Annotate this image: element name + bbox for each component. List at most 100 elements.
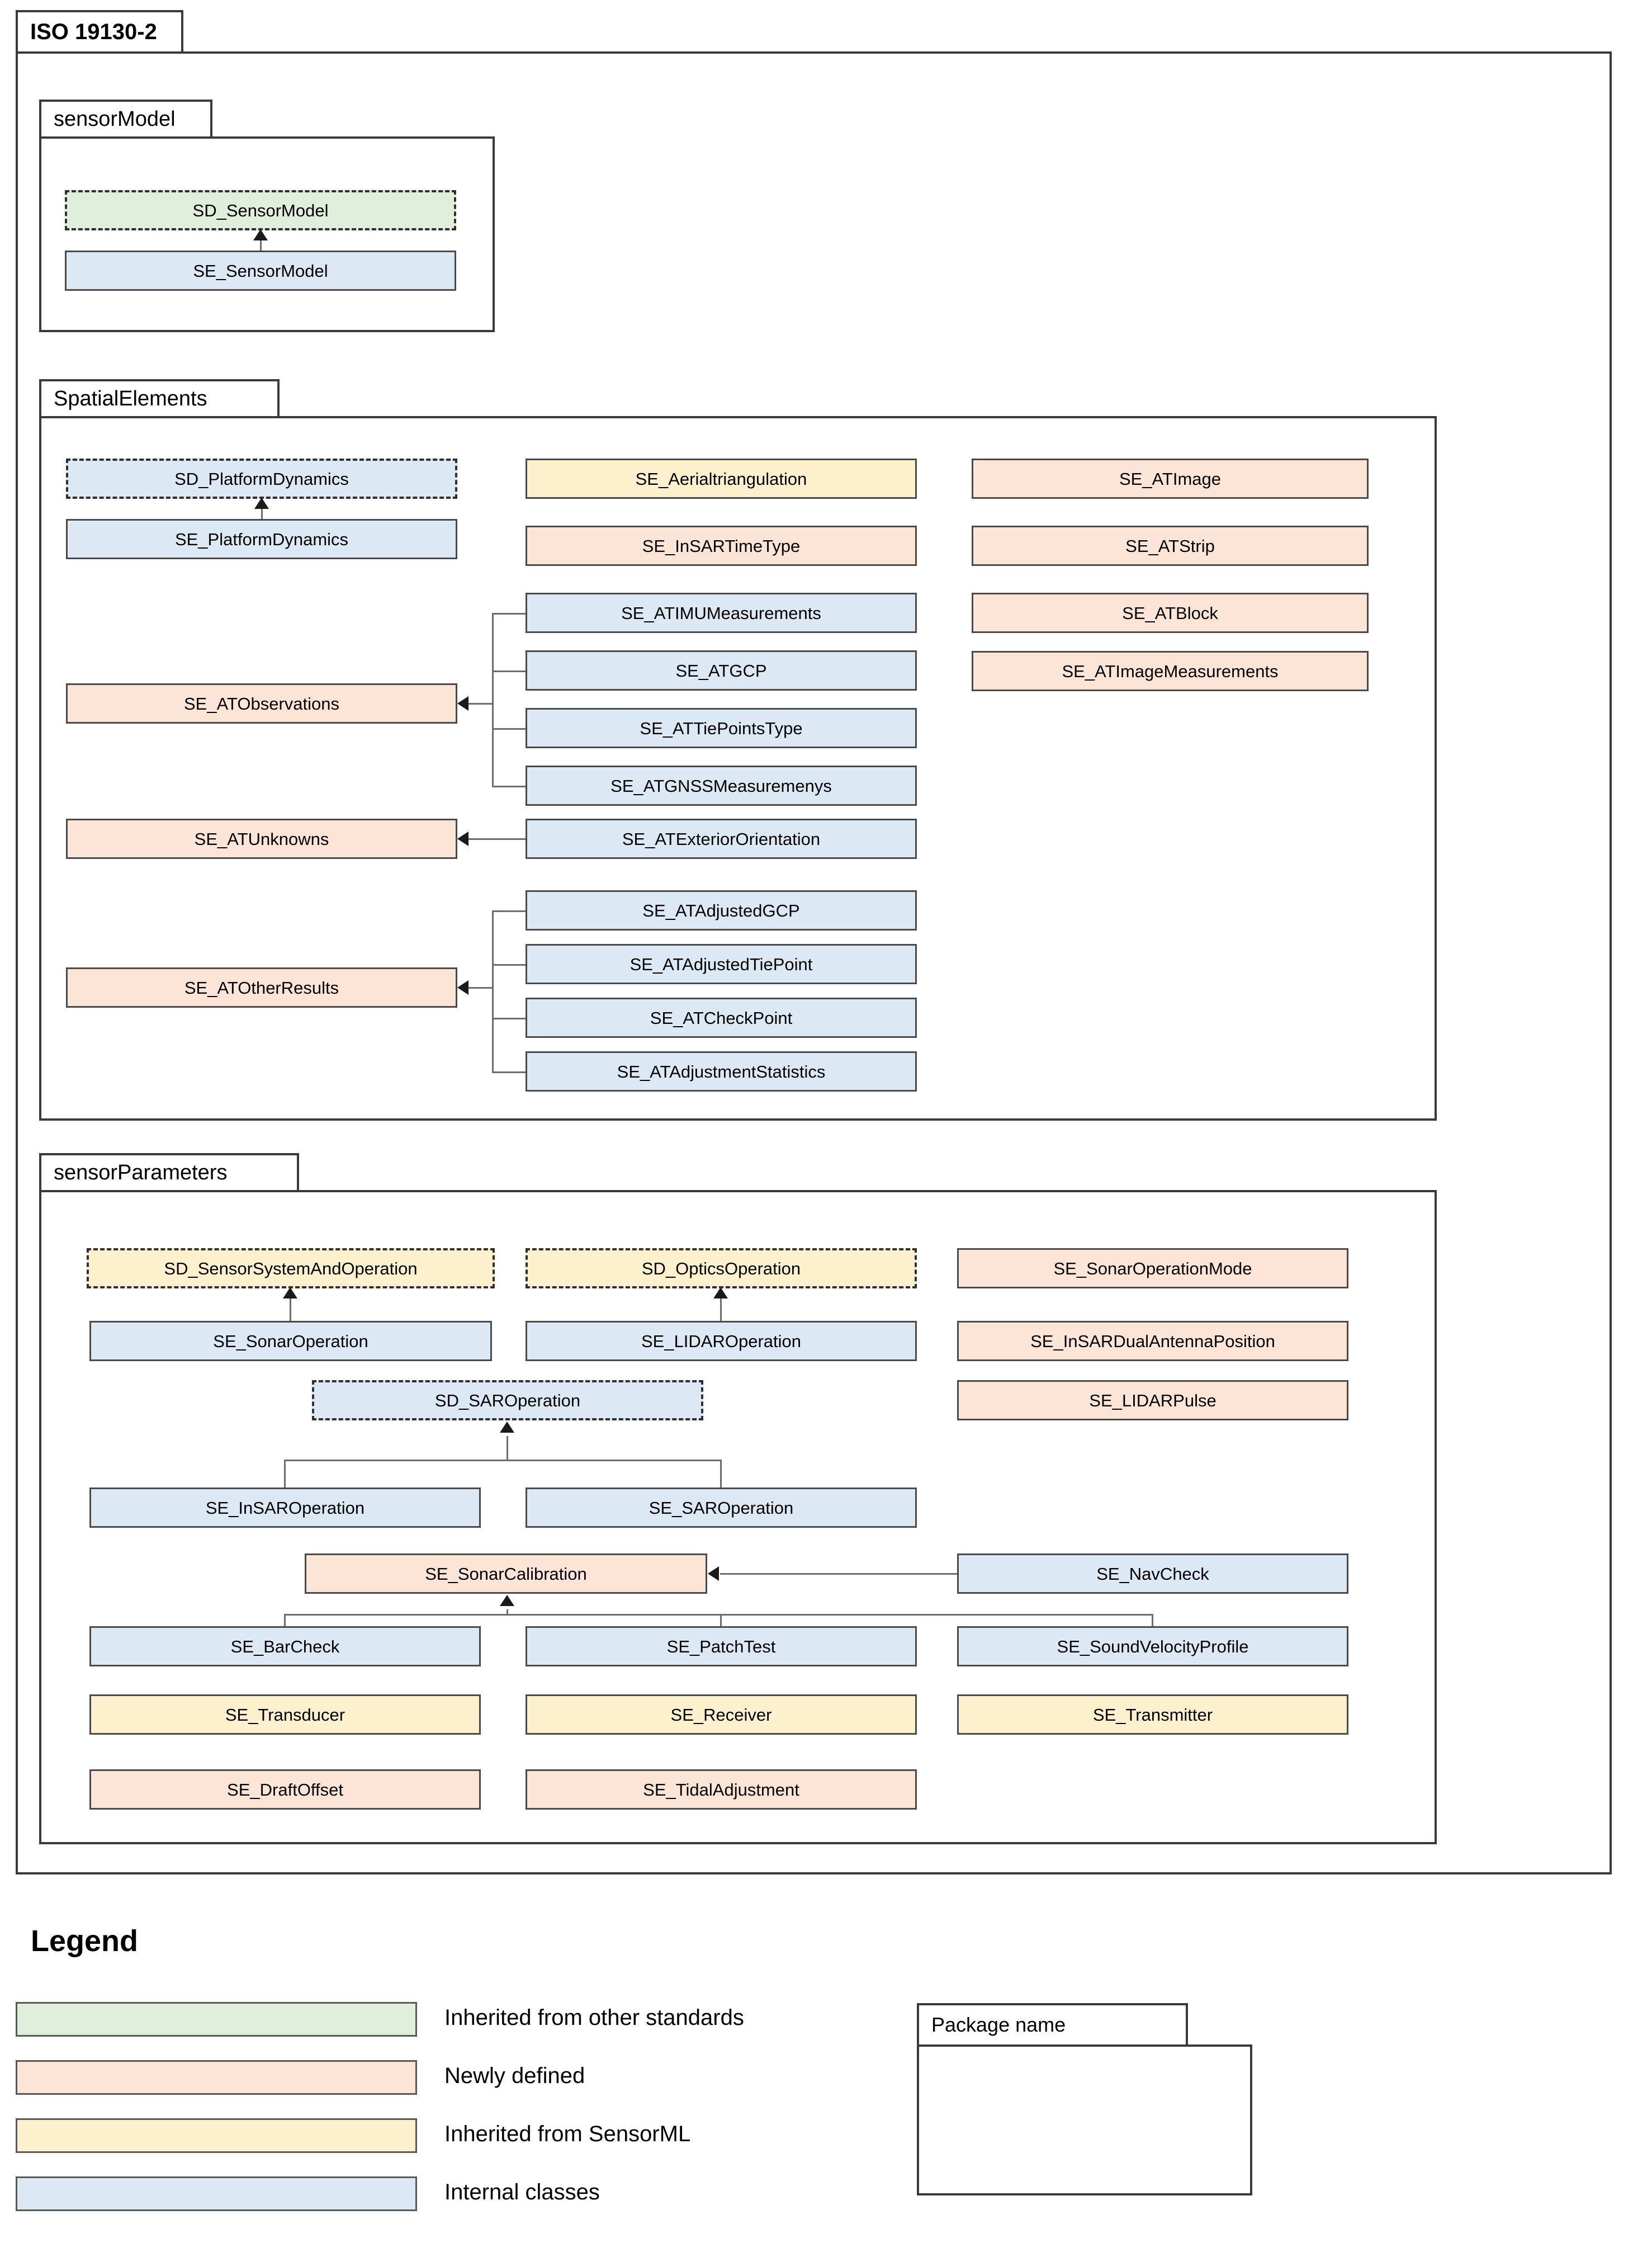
class-se-atexteriororientation[interactable]: SE_ATExteriorOrientation: [526, 819, 917, 859]
class-sd-platformdynamics[interactable]: SD_PlatformDynamics: [66, 459, 457, 499]
class-se-atstrip[interactable]: SE_ATStrip: [972, 526, 1369, 566]
class-se-navcheck[interactable]: SE_NavCheck: [957, 1553, 1348, 1594]
class-label: SE_SonarCalibration: [425, 1564, 587, 1584]
generalization-tree-spine: [492, 613, 494, 786]
class-label: SE_PatchTest: [666, 1636, 776, 1656]
class-se-atcheckpoint[interactable]: SE_ATCheckPoint: [526, 998, 917, 1038]
class-se-atadjustmentstatistics[interactable]: SE_ATAdjustmentStatistics: [526, 1051, 917, 1092]
package-label-sensorparameters: sensorParameters: [54, 1160, 228, 1184]
legend-package-tab: Package name: [917, 2003, 1188, 2047]
class-label: SE_ATIMUMeasurements: [621, 603, 821, 623]
class-se-atimage[interactable]: SE_ATImage: [972, 459, 1369, 499]
generalization-tree-spine: [492, 910, 494, 1071]
class-se-insardualantennaposition[interactable]: SE_InSARDualAntennaPosition: [957, 1321, 1348, 1361]
class-se-atimumeasurements[interactable]: SE_ATIMUMeasurements: [526, 593, 917, 633]
generalization-branch: [492, 613, 526, 615]
class-label: SE_InSARTimeType: [642, 536, 801, 556]
package-label-iso: ISO 19130-2: [30, 19, 157, 44]
class-se-sonaroperation[interactable]: SE_SonarOperation: [89, 1321, 492, 1361]
class-se-atotherresults[interactable]: SE_ATOtherResults: [66, 967, 457, 1008]
generalization-arrowhead: [283, 1287, 297, 1298]
class-se-lidarpulse[interactable]: SE_LIDARPulse: [957, 1380, 1348, 1420]
generalization-branch-bar: [284, 1614, 1153, 1616]
class-label: SE_SoundVelocityProfile: [1057, 1636, 1249, 1656]
class-label: SE_ATCheckPoint: [650, 1008, 793, 1028]
class-label: SE_ATTiePointsType: [640, 718, 803, 738]
class-label: SE_Aerialtriangulation: [635, 469, 807, 489]
package-tab-spatialelements: SpatialElements: [39, 379, 280, 418]
class-se-atunknowns[interactable]: SE_ATUnknowns: [66, 819, 457, 859]
class-label: SE_Transducer: [225, 1704, 345, 1725]
generalization-branch-bar: [284, 1460, 721, 1461]
generalization-branch: [720, 1460, 722, 1488]
generalization-branch: [1152, 1614, 1153, 1626]
class-label: SE_DraftOffset: [227, 1779, 343, 1800]
class-label: SD_SensorModel: [192, 200, 329, 220]
generalization-arrowhead: [708, 1566, 719, 1581]
class-label: SE_TidalAdjustment: [643, 1779, 799, 1800]
generalization-arrowhead: [457, 832, 468, 846]
class-se-atgnssmeasuremenys[interactable]: SE_ATGNSSMeasuremenys: [526, 766, 917, 806]
class-se-attiepointstype[interactable]: SE_ATTiePointsType: [526, 708, 917, 748]
class-se-sonarcalibration[interactable]: SE_SonarCalibration: [305, 1553, 707, 1594]
generalization-arrowhead: [713, 1287, 728, 1298]
class-se-barcheck[interactable]: SE_BarCheck: [89, 1626, 481, 1666]
class-se-transducer[interactable]: SE_Transducer: [89, 1694, 481, 1735]
generalization-branch: [492, 786, 526, 787]
class-se-platformdynamics[interactable]: SE_PlatformDynamics: [66, 519, 457, 559]
class-se-tidaladjustment[interactable]: SE_TidalAdjustment: [526, 1769, 917, 1810]
class-se-sensormodel[interactable]: SE_SensorModel: [65, 251, 456, 291]
generalization-branch: [720, 1614, 722, 1626]
class-se-atadjustedgcp[interactable]: SE_ATAdjustedGCP: [526, 890, 917, 931]
class-se-insaroperation[interactable]: SE_InSAROperation: [89, 1488, 481, 1528]
class-se-receiver[interactable]: SE_Receiver: [526, 1694, 917, 1735]
legend-swatch-internal: [16, 2176, 417, 2211]
class-label: SD_PlatformDynamics: [174, 469, 349, 489]
class-label: SE_ATOtherResults: [184, 978, 339, 998]
legend-title: Legend: [31, 1924, 139, 1958]
class-se-saroperation[interactable]: SE_SAROperation: [526, 1488, 917, 1528]
generalization-arrowhead: [500, 1595, 514, 1606]
class-label: SE_ATUnknowns: [194, 829, 329, 849]
class-se-atobservations[interactable]: SE_ATObservations: [66, 683, 457, 724]
class-se-insartimetype[interactable]: SE_InSARTimeType: [526, 526, 917, 566]
package-tab-sensorparameters: sensorParameters: [39, 1153, 299, 1192]
class-label: SE_ATExteriorOrientation: [622, 829, 821, 849]
class-se-transmitter[interactable]: SE_Transmitter: [957, 1694, 1348, 1735]
generalization-stem: [468, 987, 493, 989]
class-se-atgcp[interactable]: SE_ATGCP: [526, 650, 917, 691]
class-label: SE_ATAdjustedGCP: [642, 900, 800, 920]
generalization-line: [720, 1288, 722, 1321]
legend-label-newly-defined: Newly defined: [444, 2063, 585, 2088]
generalization-branch: [284, 1460, 286, 1488]
legend-package-label: Package name: [931, 2013, 1066, 2036]
class-se-sonaroperationmode[interactable]: SE_SonarOperationMode: [957, 1248, 1348, 1288]
class-sd-saroperation[interactable]: SD_SAROperation: [312, 1380, 703, 1420]
class-se-aerialtriangulation[interactable]: SE_Aerialtriangulation: [526, 459, 917, 499]
class-se-draftoffset[interactable]: SE_DraftOffset: [89, 1769, 481, 1810]
class-label: SE_InSAROperation: [205, 1498, 365, 1518]
class-se-atadjustedtiepoint[interactable]: SE_ATAdjustedTiePoint: [526, 944, 917, 984]
generalization-branch: [492, 670, 526, 672]
class-se-soundvelocityprofile[interactable]: SE_SoundVelocityProfile: [957, 1626, 1348, 1666]
class-se-lidaroperation[interactable]: SE_LIDAROperation: [526, 1321, 917, 1361]
class-se-atimagemeasurements[interactable]: SE_ATImageMeasurements: [972, 651, 1369, 691]
generalization-arrowhead: [254, 498, 269, 509]
class-label: SE_SAROperation: [649, 1498, 794, 1518]
legend-swatch-inherited-other: [16, 2002, 417, 2037]
class-sd-opticsoperation[interactable]: SD_OpticsOperation: [526, 1248, 917, 1288]
class-label: SD_SAROperation: [434, 1390, 581, 1410]
package-label-spatialelements: SpatialElements: [54, 386, 207, 410]
class-label: SE_ATGCP: [675, 660, 767, 681]
generalization-line: [290, 1288, 291, 1321]
generalization-line: [260, 230, 262, 251]
class-sd-sensorsystemandoperation[interactable]: SD_SensorSystemAndOperation: [87, 1248, 495, 1288]
class-sd-sensormodel[interactable]: SD_SensorModel: [65, 190, 456, 230]
class-se-patchtest[interactable]: SE_PatchTest: [526, 1626, 917, 1666]
generalization-arrowhead: [457, 696, 468, 711]
class-se-atblock[interactable]: SE_ATBlock: [972, 593, 1369, 633]
generalization-line: [507, 1436, 508, 1461]
package-tab-sensormodel: sensorModel: [39, 100, 212, 139]
generalization-arrowhead: [253, 229, 268, 240]
legend-swatch-newly-defined: [16, 2060, 417, 2095]
